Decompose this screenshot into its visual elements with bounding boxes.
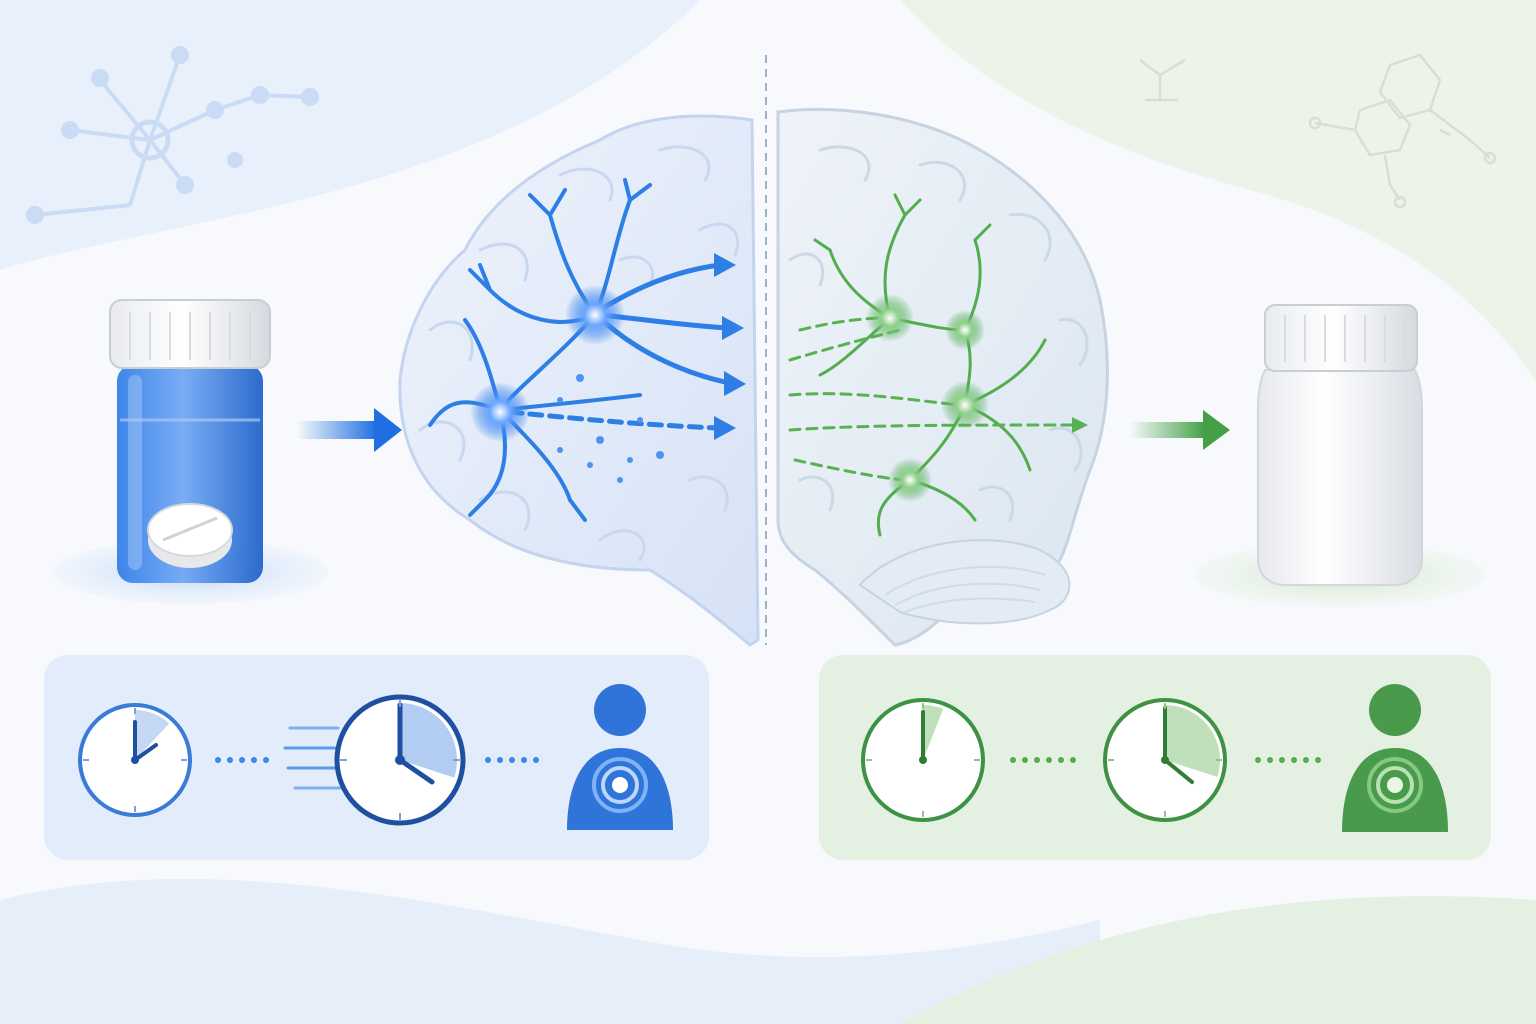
- right-timeline-panel: [819, 655, 1491, 860]
- dotted-connector: [1255, 757, 1321, 763]
- arrow-icon: [1130, 410, 1230, 450]
- person-silhouette-icon: [567, 684, 673, 830]
- arrow-icon: [714, 253, 746, 440]
- brain-icon: [398, 55, 1109, 647]
- clock-icon: [78, 703, 192, 817]
- person-silhouette-icon: [1342, 684, 1448, 832]
- molecule-icon: [26, 46, 319, 224]
- arrow-icon: [1072, 417, 1088, 433]
- arrow-icon: [297, 408, 402, 452]
- white-pill-bottle-icon: [1195, 304, 1485, 607]
- clock-icon: [861, 698, 985, 822]
- dotted-connector: [485, 757, 539, 763]
- clock-icon: [1103, 698, 1227, 822]
- speed-lines: [283, 726, 342, 790]
- molecule-icon: [1139, 53, 1497, 209]
- blue-pill-bottle-icon: [52, 299, 328, 604]
- dotted-connector: [215, 757, 269, 763]
- clock-icon: [334, 694, 466, 826]
- pill-icon: [147, 503, 233, 568]
- dotted-connector: [1010, 757, 1076, 763]
- left-timeline-panel: [44, 655, 709, 860]
